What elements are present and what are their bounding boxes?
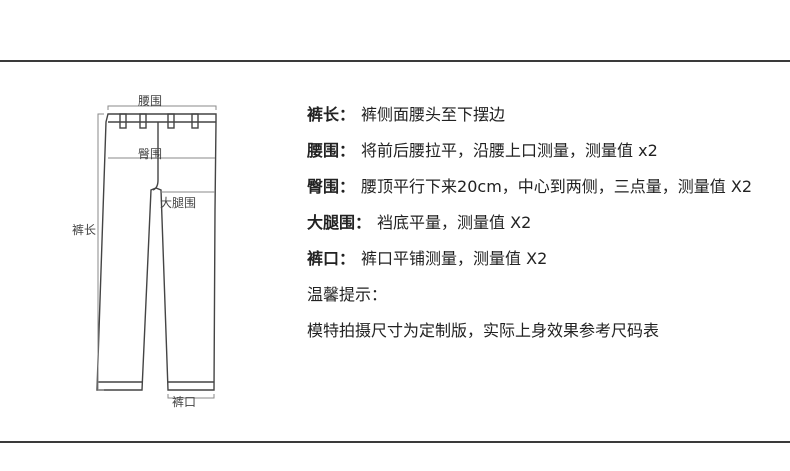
bottom-rule xyxy=(0,441,790,443)
tips-text: 模特拍摄尺寸为定制版，实际上身效果参考尺码表 xyxy=(307,321,660,340)
measurement-sep: ： xyxy=(339,105,356,124)
tips-title: 温馨提示： xyxy=(307,285,388,304)
measurement-term: 裤长 xyxy=(307,105,340,124)
measurement-row-hip: 臀围 ： 腰顶平行下来20cm，中心到两侧，三点量，测量值 X2 xyxy=(307,176,777,198)
pants-diagram: 腰围 臀围 大腿围 裤长 裤口 xyxy=(60,80,250,420)
measurement-term: 臀围 xyxy=(307,177,340,196)
waist-label: 腰围 xyxy=(138,94,163,108)
measurement-term: 腰围 xyxy=(307,141,340,160)
measurement-term: 大腿围 xyxy=(307,213,356,232)
hem-label: 裤口 xyxy=(172,395,197,409)
measurement-term: 裤口 xyxy=(307,249,340,268)
pants-outline-svg xyxy=(96,105,217,399)
measurement-desc: 裆底平量，测量值 X2 xyxy=(377,213,532,232)
measurement-desc: 将前后腰拉平，沿腰上口测量，测量值 x2 xyxy=(361,141,658,160)
measurement-list: 裤长 ： 裤侧面腰头至下摆边 腰围 ： 将前后腰拉平，沿腰上口测量，测量值 x2… xyxy=(307,104,777,342)
measurement-desc: 裤侧面腰头至下摆边 xyxy=(361,105,506,124)
measurement-desc: 裤口平铺测量，测量值 X2 xyxy=(361,249,548,268)
measurement-row-waist: 腰围 ： 将前后腰拉平，沿腰上口测量，测量值 x2 xyxy=(307,140,777,162)
measurement-sep: ： xyxy=(339,177,356,196)
measurement-row-hem: 裤口 ： 裤口平铺测量，测量值 X2 xyxy=(307,248,777,270)
measurement-sep: ： xyxy=(339,249,356,268)
measurement-sep: ： xyxy=(339,141,356,160)
top-rule xyxy=(0,60,790,62)
measurement-desc: 腰顶平行下来20cm，中心到两侧，三点量，测量值 X2 xyxy=(361,177,753,196)
thigh-label: 大腿围 xyxy=(160,196,197,210)
hip-label: 臀围 xyxy=(138,147,163,161)
measurement-sep: ： xyxy=(355,213,372,232)
measurement-row-thigh: 大腿围 ： 裆底平量，测量值 X2 xyxy=(307,212,777,234)
measurement-row-length: 裤长 ： 裤侧面腰头至下摆边 xyxy=(307,104,777,126)
length-label: 裤长 xyxy=(72,223,97,237)
